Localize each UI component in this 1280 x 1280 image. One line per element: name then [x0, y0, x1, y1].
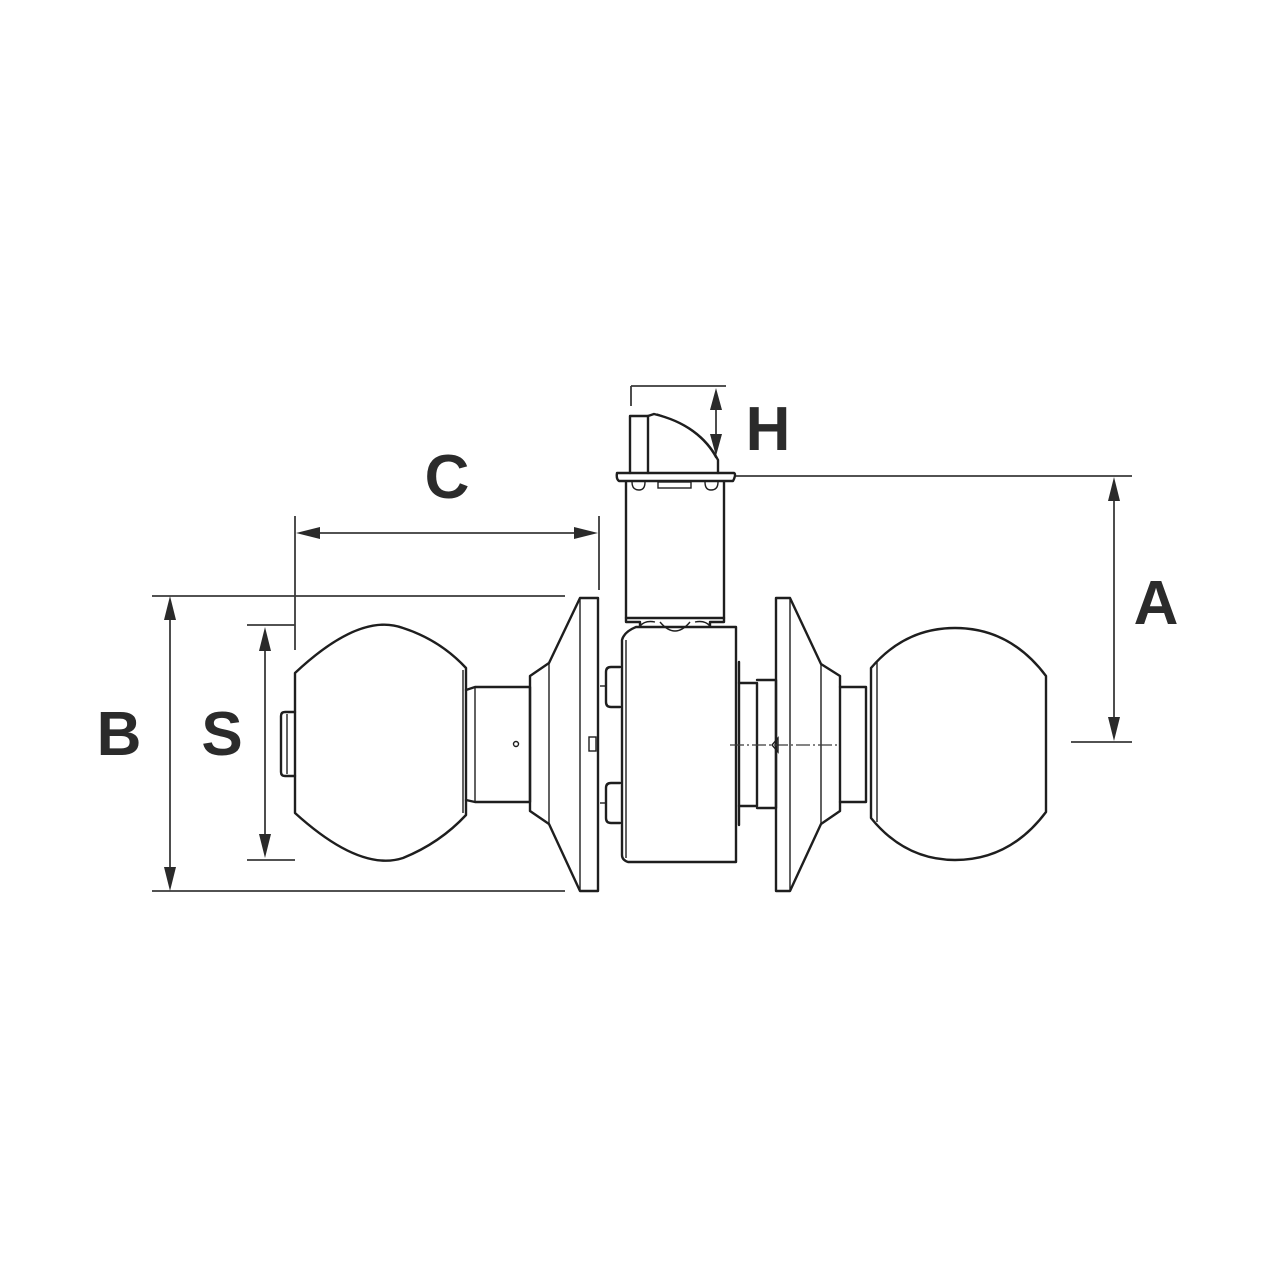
- interior-rose: [774, 596, 842, 893]
- screw-boss-top: [604, 665, 622, 709]
- dimension-a: [734, 475, 1132, 743]
- dimension-h: [630, 385, 726, 456]
- exterior-knob: [279, 623, 532, 862]
- label-b: B: [96, 700, 142, 769]
- dimension-b: [152, 595, 565, 892]
- interior-knob: [838, 626, 1048, 862]
- spindle-mark-icon: [771, 736, 779, 754]
- lock-chassis: [600, 625, 778, 864]
- screw-boss-bottom: [604, 781, 622, 825]
- push-button-icon: [279, 710, 297, 778]
- label-c: C: [424, 443, 470, 512]
- label-s: S: [201, 700, 243, 769]
- dimension-c: [294, 516, 600, 650]
- dimension-s: [247, 624, 295, 861]
- exterior-rose: [528, 596, 600, 893]
- latch-assembly: [615, 412, 737, 632]
- label-a: A: [1133, 569, 1179, 638]
- label-h: H: [745, 395, 791, 464]
